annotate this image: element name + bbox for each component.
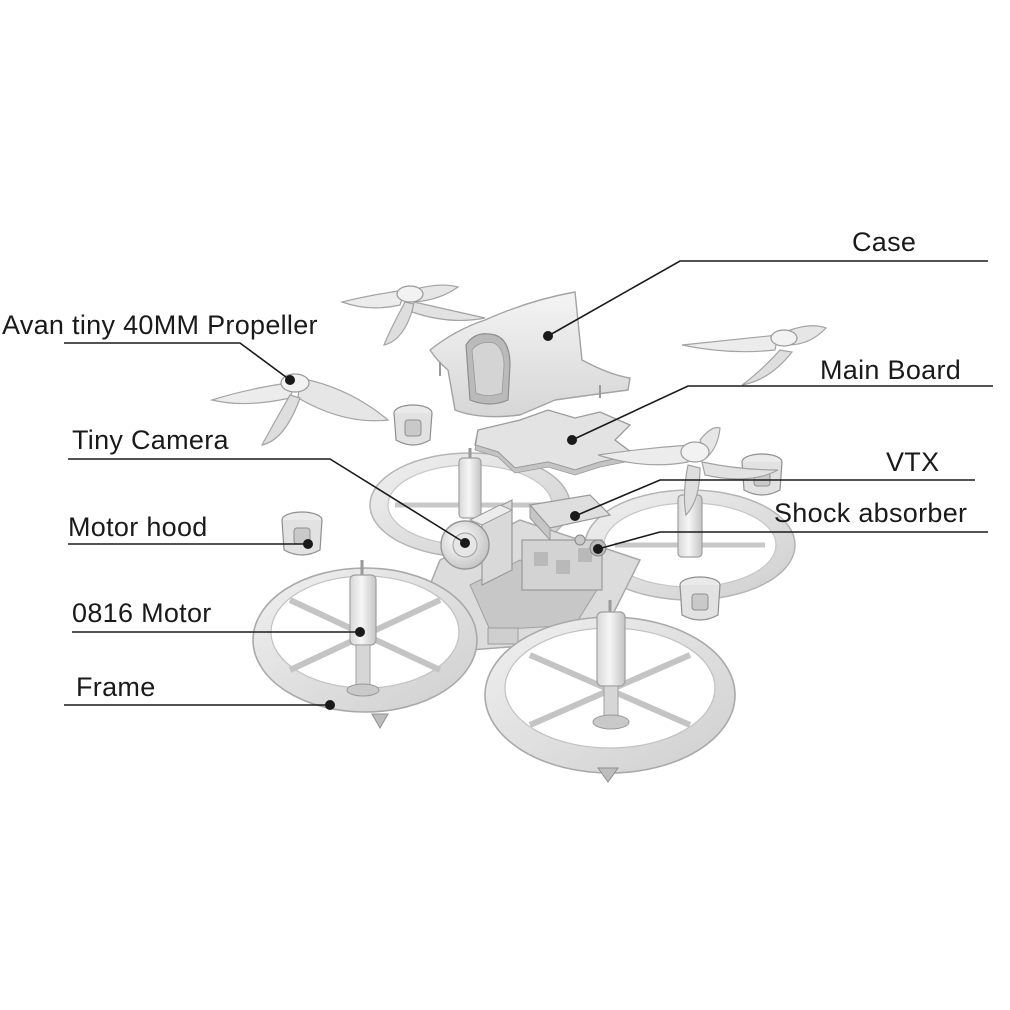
label-shock-absorber: Shock absorber [774, 498, 968, 528]
vtx [528, 494, 612, 542]
label-case: Case [852, 227, 917, 257]
leader-dot-main-board [567, 435, 577, 445]
leader-dot-motor-hood [303, 539, 313, 549]
label-motor-hood: Motor hood [68, 512, 208, 542]
motor-hood-right-bottom [679, 576, 721, 621]
leader-tiny-camera [68, 458, 466, 544]
motor-hood-back [393, 404, 433, 446]
label-tiny-camera: Tiny Camera [72, 425, 229, 455]
leader-dots [285, 331, 603, 710]
leader-dot-propeller [285, 375, 295, 385]
motors [346, 448, 703, 730]
propeller-right-mid [597, 426, 779, 517]
leader-dot-shock-absorber [593, 544, 603, 554]
leader-dot-motor [355, 627, 365, 637]
leader-dot-tiny-camera [460, 538, 470, 548]
propeller-back-left [339, 284, 486, 346]
label-frame: Frame [76, 672, 156, 702]
label-propeller: Avan tiny 40MM Propeller [2, 310, 318, 340]
leader-vtx [574, 479, 975, 517]
motor-hood-left [281, 511, 323, 556]
leader-main-board [571, 385, 993, 441]
label-vtx: VTX [886, 447, 940, 477]
leader-case [547, 260, 988, 337]
motor-front-left [346, 560, 380, 697]
leader-dot-case [543, 331, 553, 341]
leader-propeller [64, 342, 291, 381]
propeller-left [209, 373, 390, 446]
propeller-right-top [681, 325, 828, 386]
label-main-board: Main Board [820, 355, 962, 385]
label-motor: 0816 Motor [72, 598, 212, 628]
motor-front-right [592, 600, 630, 730]
leader-shock-absorber [597, 531, 988, 550]
leader-dot-vtx [570, 511, 580, 521]
case [429, 291, 631, 418]
leader-dot-frame [325, 700, 335, 710]
motor-back-left [458, 448, 482, 519]
leader-lines [64, 260, 993, 706]
propellers [209, 284, 828, 517]
